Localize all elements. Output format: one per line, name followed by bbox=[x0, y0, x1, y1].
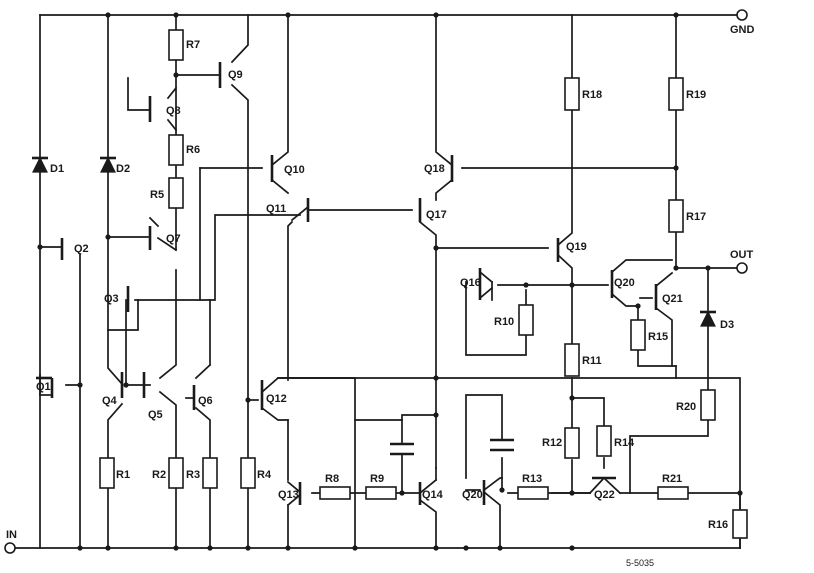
label-r19: R19 bbox=[686, 89, 706, 101]
label-q14: Q14 bbox=[422, 489, 444, 501]
label-q20-bottom: Q20 bbox=[462, 489, 483, 501]
in-terminal bbox=[4, 542, 16, 554]
label-r18: R18 bbox=[582, 89, 602, 101]
gnd-terminal bbox=[736, 9, 748, 21]
label-q4: Q4 bbox=[102, 395, 118, 407]
port-in-label: IN bbox=[6, 529, 17, 541]
label-q17: Q17 bbox=[426, 209, 447, 221]
transistor-bases bbox=[36, 62, 658, 505]
label-q20-right: Q20 bbox=[614, 277, 635, 289]
label-r20: R20 bbox=[676, 401, 696, 413]
capacitors bbox=[390, 438, 514, 456]
label-q7: Q7 bbox=[166, 233, 181, 245]
label-q19: Q19 bbox=[566, 241, 587, 253]
label-d2: D2 bbox=[116, 163, 130, 175]
label-r1: R1 bbox=[116, 469, 130, 481]
label-r16: R16 bbox=[708, 519, 728, 531]
label-q6: Q6 bbox=[198, 395, 213, 407]
label-q2: Q2 bbox=[74, 243, 89, 255]
label-r6: R6 bbox=[186, 144, 200, 156]
label-r17: R17 bbox=[686, 211, 706, 223]
diodes bbox=[32, 156, 716, 327]
port-out-label: OUT bbox=[730, 249, 754, 261]
label-r8: R8 bbox=[325, 473, 339, 485]
label-q1: Q1 bbox=[36, 381, 51, 393]
label-r5: R5 bbox=[150, 189, 164, 201]
label-r12: R12 bbox=[542, 437, 562, 449]
label-r13: R13 bbox=[522, 473, 542, 485]
label-q3: Q3 bbox=[104, 293, 119, 305]
label-d1: D1 bbox=[50, 163, 64, 175]
label-q11: Q11 bbox=[266, 203, 286, 215]
label-r11: R11 bbox=[582, 355, 602, 367]
labels: GND OUT IN 5-5035 D1 D2 D3 R1 R2 R3 R4 R… bbox=[6, 24, 755, 568]
label-r10: R10 bbox=[494, 316, 514, 328]
out-terminal bbox=[736, 262, 748, 274]
figure-reference: 5-5035 bbox=[626, 558, 654, 568]
resistor-bodies bbox=[99, 29, 748, 539]
label-r14: R14 bbox=[614, 437, 635, 449]
port-gnd-label: GND bbox=[730, 24, 755, 36]
label-d3: D3 bbox=[720, 319, 734, 331]
label-r3: R3 bbox=[186, 469, 200, 481]
label-q13: Q13 bbox=[278, 489, 299, 501]
junctions bbox=[37, 12, 743, 551]
label-q18: Q18 bbox=[424, 163, 445, 175]
label-r4: R4 bbox=[257, 469, 272, 481]
label-r21: R21 bbox=[662, 473, 682, 485]
wires bbox=[11, 14, 741, 549]
label-r7: R7 bbox=[186, 39, 200, 51]
label-q12: Q12 bbox=[266, 393, 287, 405]
label-q16: Q16 bbox=[460, 277, 481, 289]
label-q21: Q21 bbox=[662, 293, 683, 305]
label-r2: R2 bbox=[152, 469, 166, 481]
label-q10: Q10 bbox=[284, 164, 305, 176]
label-q5: Q5 bbox=[148, 409, 163, 421]
label-r9: R9 bbox=[370, 473, 384, 485]
label-q22: Q22 bbox=[594, 489, 615, 501]
label-q9: Q9 bbox=[228, 69, 243, 81]
label-r15: R15 bbox=[648, 331, 668, 343]
label-q8: Q8 bbox=[166, 105, 181, 117]
